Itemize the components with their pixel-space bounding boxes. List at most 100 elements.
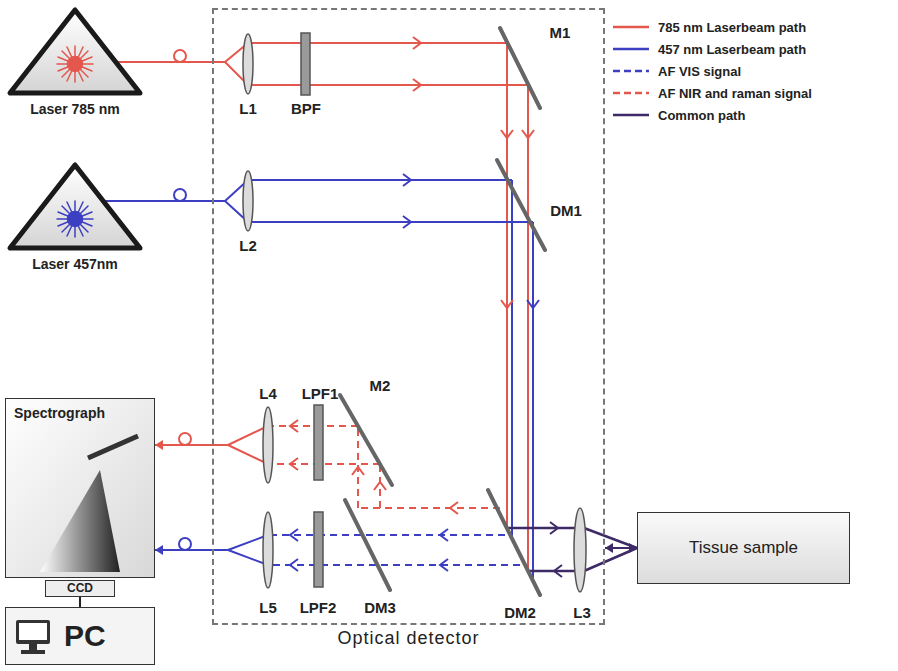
legend-line bbox=[612, 88, 650, 98]
optics-part bbox=[290, 37, 562, 577]
connector-line bbox=[79, 597, 81, 607]
legend-stroke bbox=[613, 92, 649, 95]
legend-stroke bbox=[613, 70, 649, 73]
node-text: Laser 785 nm bbox=[5, 101, 145, 117]
optics-part bbox=[272, 564, 520, 566]
optics-part bbox=[272, 535, 520, 565]
optics-part bbox=[522, 130, 534, 138]
connector bbox=[145, 189, 212, 201]
optics-part bbox=[501, 130, 513, 138]
fiber-loop bbox=[179, 433, 191, 445]
node-text: CCD bbox=[46, 581, 114, 595]
optics-part bbox=[19, 623, 47, 640]
optics-part bbox=[574, 508, 586, 592]
connector bbox=[155, 433, 212, 450]
connector bbox=[80, 597, 81, 607]
optics-part bbox=[500, 28, 540, 108]
node-text: Optical detector bbox=[214, 628, 603, 649]
optics-part bbox=[379, 464, 381, 508]
optics-part bbox=[550, 522, 558, 534]
optics-part bbox=[40, 470, 120, 572]
optics-part bbox=[212, 43, 528, 571]
part-label: M1 bbox=[550, 24, 571, 41]
optics-part bbox=[5, 398, 155, 578]
legend-text: AF NIR and raman signal bbox=[658, 86, 812, 101]
legend-text: Common path bbox=[658, 108, 745, 123]
optics-part bbox=[290, 420, 298, 432]
sample-box: Tissue sample bbox=[637, 512, 850, 584]
detector-housing: Optical detector bbox=[212, 8, 605, 625]
part-label: BPF bbox=[291, 100, 321, 117]
connector bbox=[145, 50, 212, 62]
optics-part bbox=[57, 46, 93, 82]
optics-part bbox=[29, 644, 37, 650]
optics-part bbox=[497, 160, 545, 250]
legend-line bbox=[612, 44, 650, 54]
optics-part bbox=[16, 620, 50, 644]
legend-row: AF VIS signal bbox=[612, 60, 812, 82]
spectrograph-box: Spectrograph bbox=[5, 398, 155, 578]
optics-part bbox=[340, 395, 392, 485]
optics-part bbox=[637, 512, 850, 584]
legend-row: Common path bbox=[612, 104, 812, 126]
fiber-loop bbox=[179, 538, 191, 550]
optics-part bbox=[243, 171, 253, 231]
part-label: L2 bbox=[239, 237, 257, 254]
part-label: L1 bbox=[239, 100, 257, 117]
arrow-head bbox=[155, 545, 163, 555]
laser-outline bbox=[10, 10, 140, 93]
optics-part bbox=[263, 512, 273, 588]
part-label: DM3 bbox=[364, 599, 396, 616]
legend-line bbox=[612, 66, 650, 76]
optics-part bbox=[263, 407, 273, 483]
optics-part bbox=[340, 28, 545, 595]
node-text: Laser 457nm bbox=[5, 256, 145, 272]
optics-part bbox=[228, 445, 268, 464]
optics-part bbox=[104, 200, 146, 202]
ccd-box: CCD bbox=[45, 580, 115, 597]
arrow-head bbox=[605, 543, 613, 553]
optics-part bbox=[272, 534, 505, 536]
optics-part bbox=[528, 570, 576, 573]
optics-part bbox=[228, 535, 268, 550]
optics-part bbox=[345, 500, 390, 590]
optics-part bbox=[403, 174, 411, 186]
optics-part bbox=[374, 482, 386, 490]
connector bbox=[155, 538, 212, 555]
legend-text: 785 nm Laserbeam path bbox=[658, 20, 806, 35]
optics-part bbox=[413, 37, 421, 49]
optics-part bbox=[212, 426, 268, 464]
optics-part bbox=[272, 463, 380, 465]
legend-line bbox=[612, 22, 650, 32]
optics-part bbox=[248, 179, 512, 181]
optics-part bbox=[10, 165, 140, 248]
part-label: L5 bbox=[259, 599, 277, 616]
optics-part bbox=[117, 61, 146, 63]
node-text: PC bbox=[6, 608, 154, 663]
legend-text: AF VIS signal bbox=[658, 64, 741, 79]
optics-part bbox=[290, 559, 298, 571]
connector bbox=[605, 543, 637, 553]
node-text: Spectrograph bbox=[6, 399, 154, 427]
optics-part bbox=[212, 444, 228, 446]
optics-part bbox=[248, 42, 507, 44]
optics-part bbox=[248, 221, 533, 223]
laser-source: Laser 457nm bbox=[5, 160, 145, 276]
fiber-loop bbox=[174, 189, 186, 201]
optics-part bbox=[248, 84, 528, 86]
laser-triangle bbox=[5, 160, 145, 252]
optics-part bbox=[301, 33, 310, 95]
optics-part bbox=[243, 33, 586, 592]
legend-row: AF NIR and raman signal bbox=[612, 82, 812, 104]
legend-stroke bbox=[613, 114, 649, 117]
pc-box: PC bbox=[5, 607, 155, 665]
optics-part bbox=[507, 527, 576, 530]
part-label: L3 bbox=[573, 604, 591, 621]
optics-part bbox=[10, 10, 140, 93]
optics-part bbox=[314, 405, 323, 480]
part-label: LPF1 bbox=[302, 385, 339, 402]
laser-outline bbox=[10, 165, 140, 248]
optics-part bbox=[527, 300, 539, 308]
